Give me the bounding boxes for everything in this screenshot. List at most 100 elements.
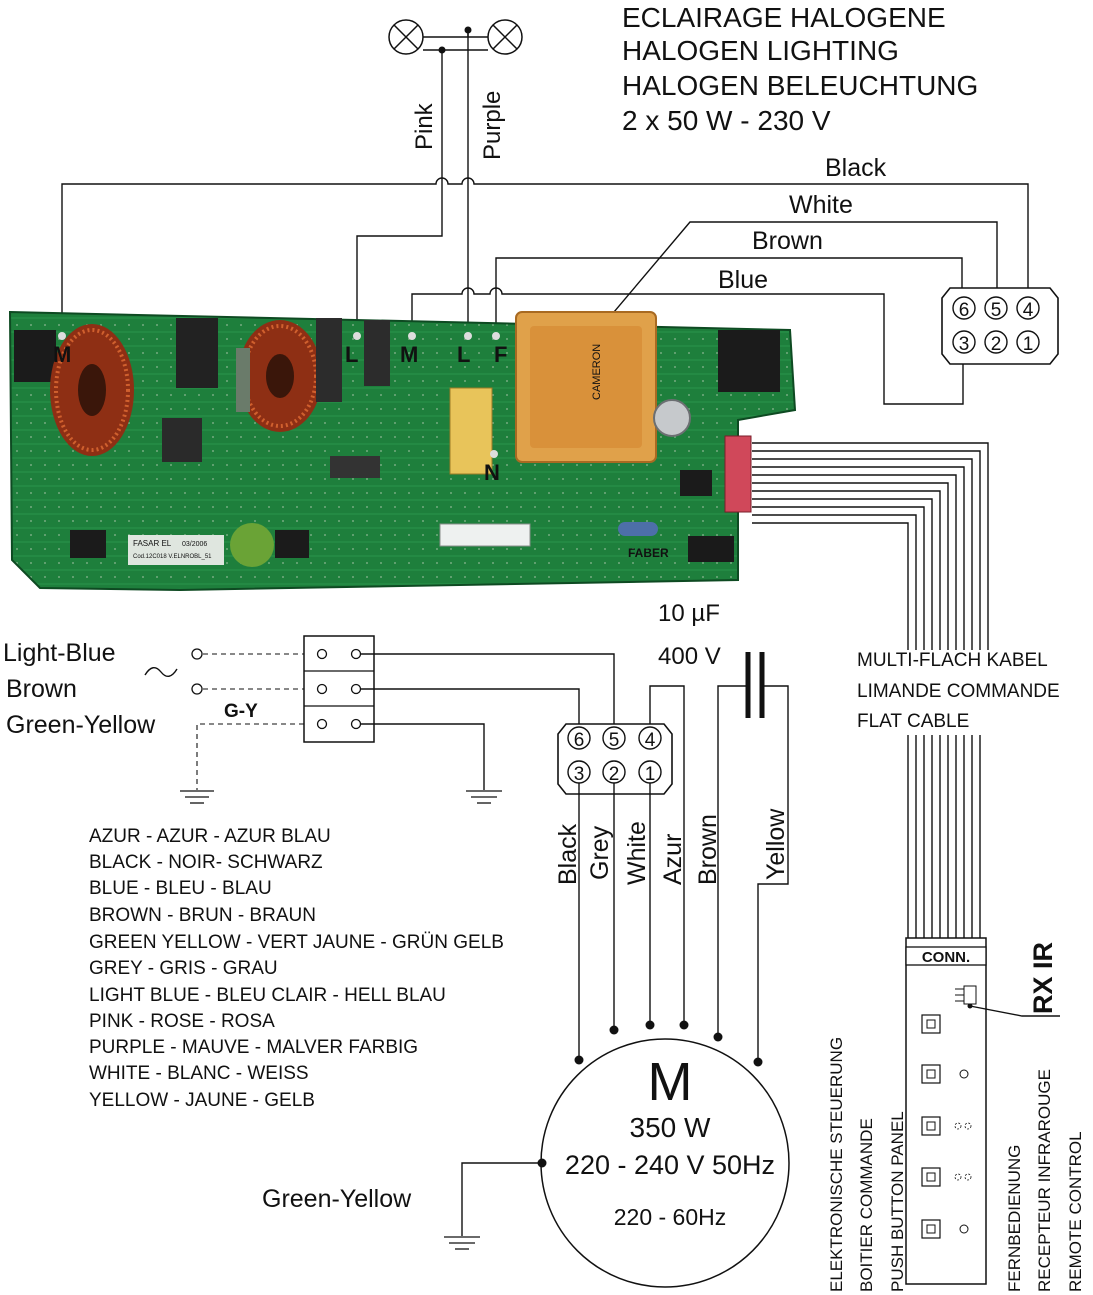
motor-connector: 6 5 4 3 2 1	[557, 723, 673, 795]
push-button-3[interactable]	[921, 1116, 941, 1136]
motor-wire-yellow: Yellow	[762, 808, 790, 880]
motor-pin-1: 1	[645, 764, 656, 785]
legend-item: BROWN - BRUN - BRAUN	[89, 905, 316, 926]
capacitor-icon	[745, 652, 765, 718]
led-indicator-icon	[964, 1173, 972, 1181]
remote-control-labels: FERNBEDIENUNG RECEPTEUR INFRAROUGE REMOT…	[1005, 1069, 1085, 1292]
flat-cable-label-de: MULTI-FLACH KABEL	[857, 650, 1048, 671]
terminal-m2: M	[400, 342, 418, 367]
legend-item: BLUE - BLEU - BLAU	[89, 878, 272, 899]
halogen-label-de: HALOGEN BELEUCHTUNG	[622, 70, 978, 101]
halogen-label-en: HALOGEN LIGHTING	[622, 35, 899, 66]
motor-pin-3: 3	[574, 764, 585, 785]
mains-brown: Brown	[6, 675, 77, 703]
pin-4: 4	[1023, 300, 1034, 321]
toroid-coil-left-icon	[50, 324, 134, 456]
motor-symbol: M	[648, 1052, 693, 1112]
ground-symbol-2-icon	[466, 790, 502, 804]
control-board: CAMERON FASAR EL 03/2006 Cod.12C018 V.EL…	[8, 310, 797, 592]
top-wires	[61, 30, 1029, 455]
board-brand: FABER	[628, 546, 669, 560]
push-button-5[interactable]	[921, 1219, 941, 1239]
push-panel-labels: ELEKTRONISCHE STEUERUNG BOITIER COMMANDE…	[827, 1037, 907, 1292]
flat-cable	[752, 442, 989, 938]
push-panel-label-de: ELEKTRONISCHE STEUERUNG	[827, 1037, 846, 1292]
terminal-n: N	[484, 460, 500, 485]
capacitor: 10 µF 400 V	[658, 600, 789, 1062]
flat-cable-label: MULTI-FLACH KABEL LIMANDE COMMANDE FLAT …	[857, 650, 1060, 732]
toroid-coil-right-icon	[238, 320, 322, 432]
legend-item: AZUR - AZUR - AZUR BLAU	[89, 826, 331, 847]
led-indicator-icon	[954, 1122, 962, 1130]
legend-item: PINK - ROSE - ROSA	[89, 1011, 275, 1032]
conn-label: CONN.	[922, 949, 970, 966]
wire-label-brown: Brown	[752, 227, 823, 255]
motor-wire-white: White	[623, 821, 651, 885]
motor-pin-4: 4	[645, 730, 656, 751]
pin-3: 3	[959, 334, 970, 355]
halogen-label: ECLAIRAGE HALOGENE HALOGEN LIGHTING HALO…	[622, 2, 978, 136]
terminal-m1: M	[53, 342, 71, 367]
motor-wire-azur: Azur	[659, 834, 687, 885]
motor-pin-5: 5	[609, 730, 620, 751]
push-button-1[interactable]	[921, 1014, 941, 1034]
wire-label-black: Black	[825, 154, 887, 182]
push-panel-label-en: PUSH BUTTON PANEL	[888, 1111, 907, 1292]
control-panel: CONN. RX IR	[905, 937, 1060, 1285]
remote-label-fr: RECEPTEUR INFRAROUGE	[1035, 1069, 1054, 1292]
motor-ground-label: Green-Yellow	[262, 1185, 412, 1213]
capacitor-voltage: 400 V	[658, 643, 721, 670]
board-part-label: FASAR EL	[133, 539, 172, 548]
legend-item: GREY - GRIS - GRAU	[89, 958, 278, 979]
legend-item: LIGHT BLUE - BLEU CLAIR - HELL BLAU	[89, 985, 446, 1006]
motor-wire-labels: Black Grey White Azur Brown Yellow	[554, 808, 790, 885]
motor-alt-rating: 220 - 60Hz	[614, 1204, 727, 1230]
halogen-rating: 2 x 50 W - 230 V	[622, 105, 831, 136]
mains-green-yellow: Green-Yellow	[6, 711, 156, 739]
pin-5: 5	[991, 300, 1002, 321]
terminal-l1: L	[345, 342, 358, 367]
board-date: 03/2006	[182, 541, 207, 548]
mains-light-blue: Light-Blue	[3, 639, 116, 667]
flat-cable-label-en: FLAT CABLE	[857, 711, 969, 732]
push-panel-label-fr: BOITIER COMMANDE	[857, 1118, 876, 1292]
motor-pin-6: 6	[574, 730, 585, 751]
ir-receiver-icon	[955, 985, 977, 1009]
motor-power: 350 W	[630, 1112, 711, 1143]
legend-item: YELLOW - JAUNE - GELB	[89, 1090, 315, 1111]
motor-wire-grey: Grey	[586, 825, 614, 880]
mains-input: Light-Blue Brown Green-Yellow G-Y	[3, 639, 304, 804]
halogen-lamps	[388, 19, 523, 55]
push-button-2[interactable]	[921, 1064, 941, 1084]
pin-6: 6	[959, 300, 970, 321]
terminal-f: F	[494, 342, 507, 367]
halogen-label-fr: ECLAIRAGE HALOGENE	[622, 2, 946, 33]
terminal-l2: L	[457, 342, 470, 367]
led-indicator-icon	[959, 1069, 969, 1079]
led-indicator-icon	[964, 1122, 972, 1130]
ac-symbol-icon	[144, 667, 178, 677]
remote-label-de: FERNBEDIENUNG	[1005, 1145, 1024, 1292]
ground-symbol-icon	[180, 790, 214, 804]
wire-label-blue: Blue	[718, 266, 768, 294]
color-legend: AZUR - AZUR - AZUR BLAU BLACK - NOIR- SC…	[89, 826, 504, 1111]
motor-wire-brown: Brown	[694, 814, 722, 885]
top-connector: 6 5 4 3 2 1	[941, 287, 1059, 365]
pin-2: 2	[991, 334, 1002, 355]
legend-item: PURPLE - MAUVE - MALVER FARBIG	[89, 1037, 418, 1058]
wire-label-white: White	[789, 191, 853, 219]
remote-label-en: REMOTE CONTROL	[1066, 1131, 1085, 1292]
legend-item: GREEN YELLOW - VERT JAUNE - GRÜN GELB	[89, 932, 504, 953]
gy-label: G-Y	[224, 701, 258, 722]
push-button-4[interactable]	[921, 1167, 941, 1187]
motor: M 350 W 220 - 240 V 50Hz 220 - 60Hz	[537, 1020, 790, 1288]
motor-voltage: 220 - 240 V 50Hz	[565, 1150, 775, 1180]
motor-wire-black: Black	[554, 823, 582, 885]
led-indicator-icon	[954, 1173, 962, 1181]
wire-label-pink: Pink	[411, 102, 438, 150]
flat-cable-label-fr: LIMANDE COMMANDE	[857, 681, 1060, 702]
motor-pin-2: 2	[609, 764, 620, 785]
legend-item: BLACK - NOIR- SCHWARZ	[89, 852, 323, 873]
capacitor-capacitance: 10 µF	[658, 600, 720, 627]
